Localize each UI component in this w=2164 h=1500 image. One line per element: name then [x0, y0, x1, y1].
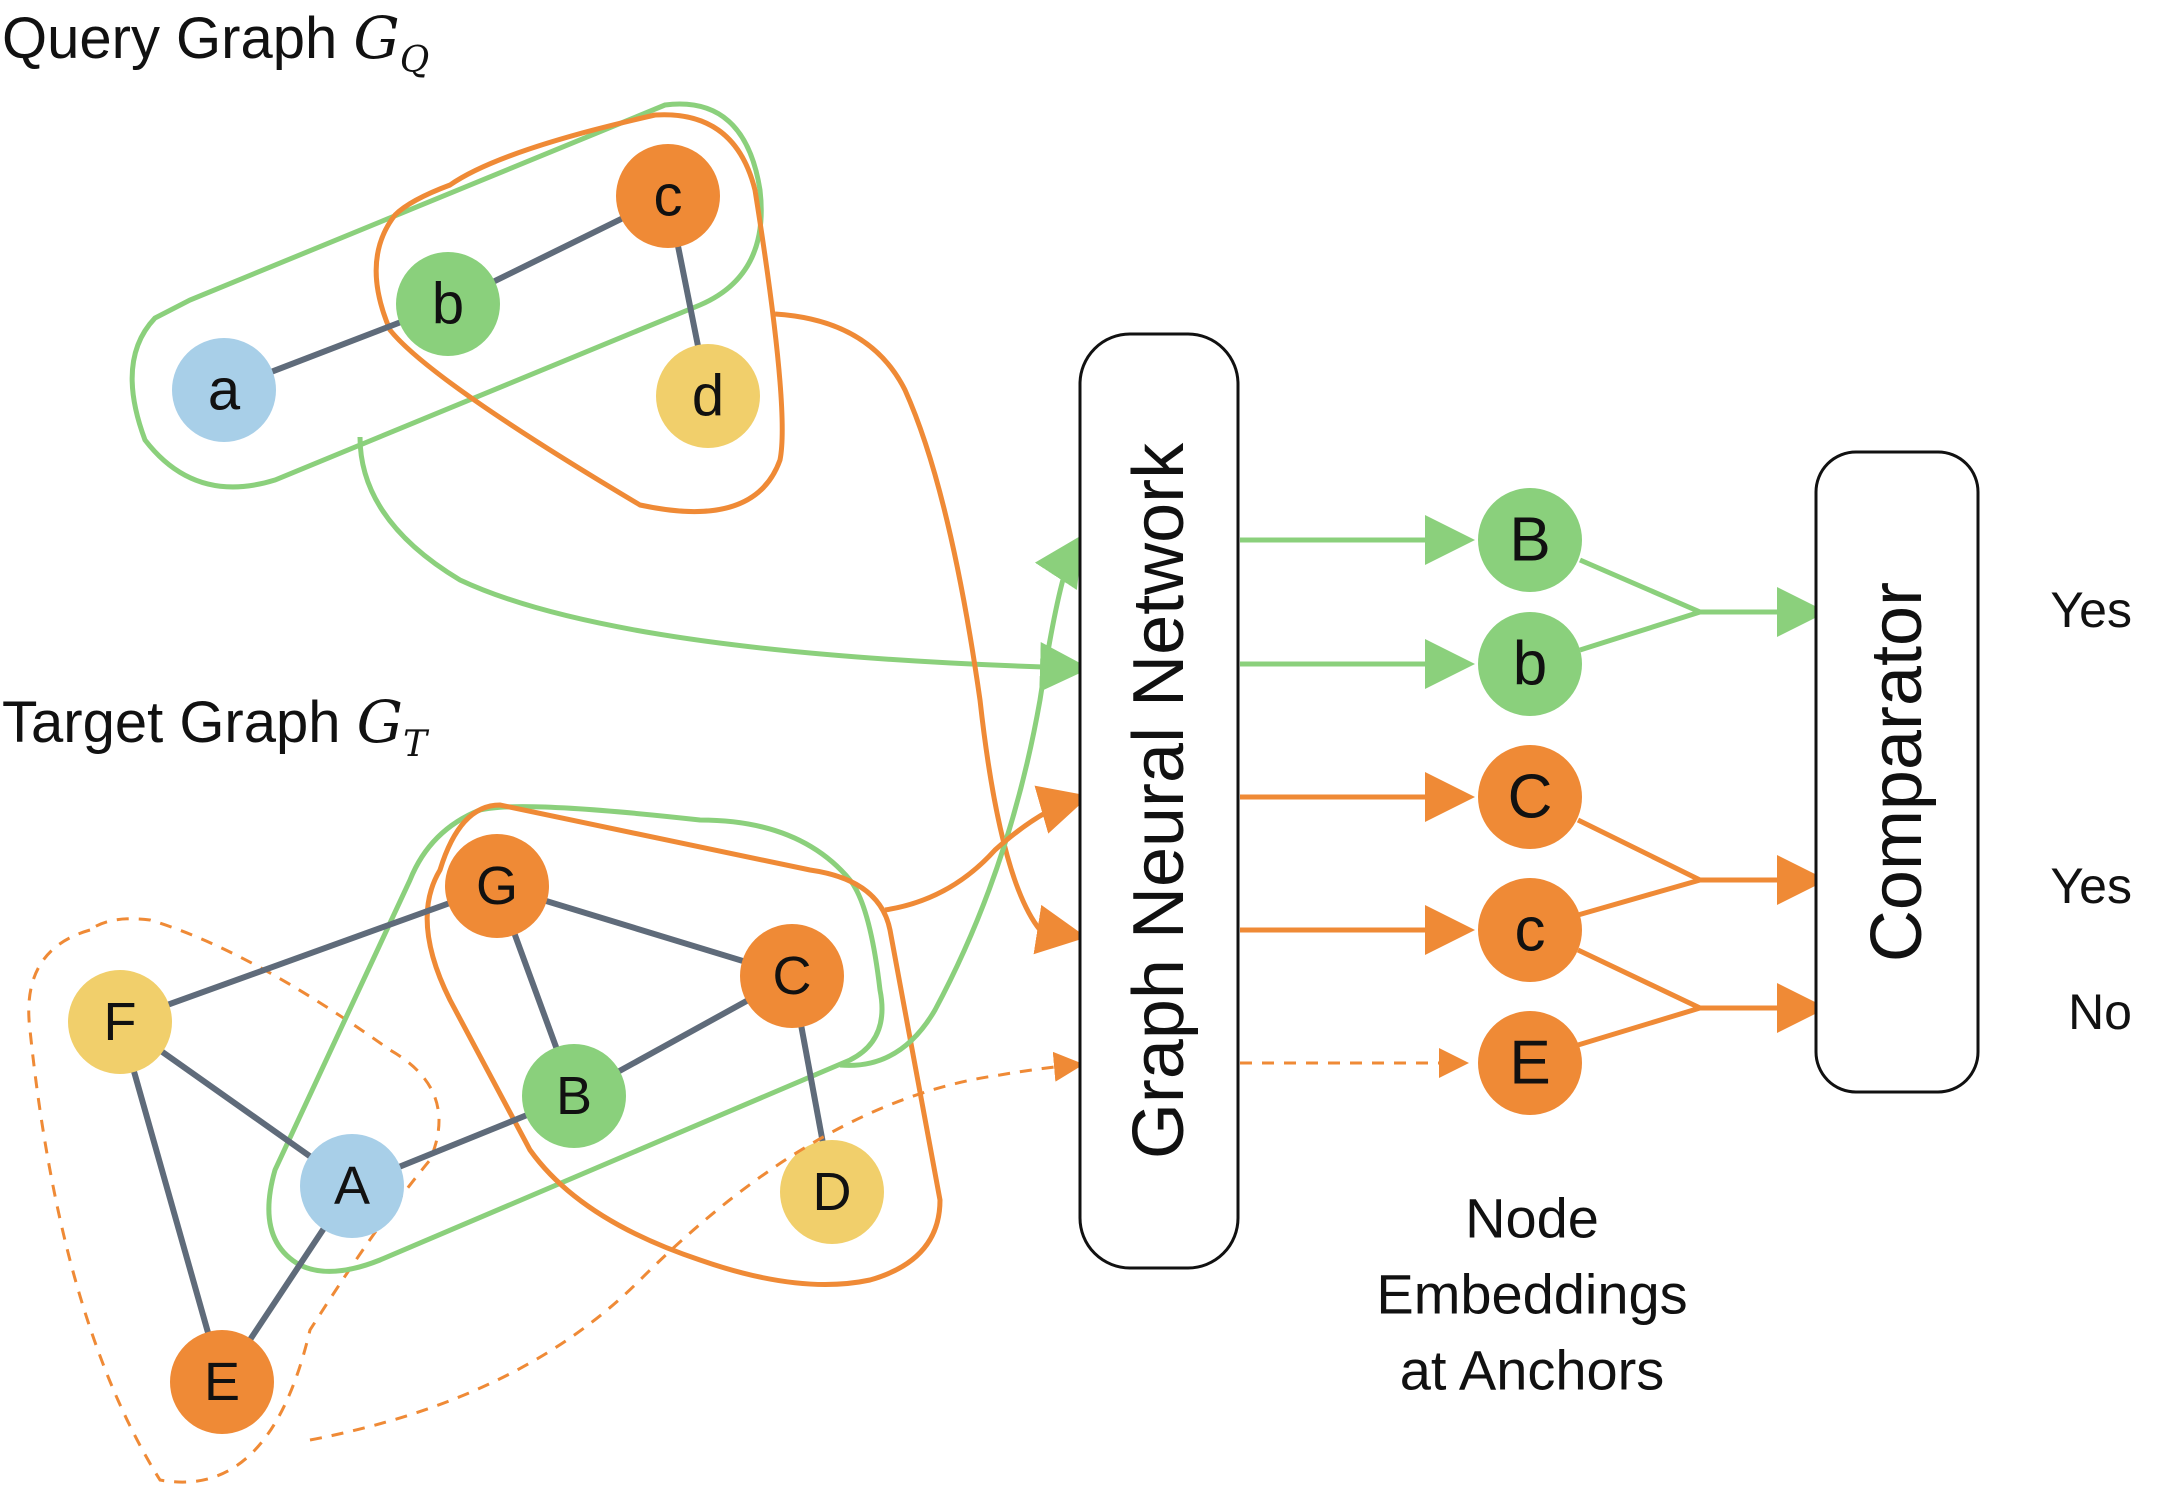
caption-line3: at Anchors	[1400, 1339, 1665, 1402]
query-node-d-label: d	[692, 364, 724, 429]
output-first: Yes	[2050, 582, 2132, 638]
target-node-C: C	[740, 924, 844, 1028]
target-node-A-label: A	[334, 1156, 370, 1216]
embedding-node-b: b	[1478, 612, 1582, 716]
target-dashed-to-gnn	[309, 1051, 1084, 1442]
target-orange-to-gnn	[884, 785, 1090, 913]
gnn-box	[1078, 332, 1240, 1270]
query-node-d: d	[656, 344, 760, 448]
target-node-E-label: E	[204, 1352, 240, 1412]
target-node-E: E	[170, 1330, 274, 1434]
embedding-node-C-label: C	[1508, 763, 1553, 832]
query-orange-to-gnn	[774, 311, 1087, 955]
query-orange-neighborhood	[373, 112, 785, 515]
output-third: No	[2068, 984, 2132, 1040]
embedding-node-E-label: E	[1509, 1029, 1550, 1098]
merge-C-c	[1576, 817, 1707, 918]
embedding-node-b-label: b	[1513, 630, 1547, 699]
gnn-label: Graph Neural Network	[1119, 442, 1199, 1159]
embedding-node-C: C	[1478, 745, 1582, 849]
target-green-to-gnn	[839, 534, 1084, 1068]
query-graph-symbol: G	[353, 4, 399, 72]
caption-line2: Embeddings	[1376, 1263, 1687, 1326]
merge-c-E	[1576, 947, 1707, 1048]
query-node-c-label: c	[654, 164, 683, 229]
query-graph-title: Query Graph GQ	[2, 4, 429, 81]
target-node-A: A	[300, 1134, 404, 1238]
query-node-b: b	[396, 252, 500, 356]
target-orange-dashed-neighborhood	[27, 917, 441, 1484]
embedding-node-c: c	[1478, 878, 1582, 982]
query-graph-title-text: Query Graph	[2, 6, 353, 71]
caption-line1: Node	[1465, 1187, 1599, 1250]
query-node-a-label: a	[208, 358, 241, 423]
comparator-label: Comparator	[1857, 582, 1937, 962]
target-graph-title: Target Graph GT	[2, 688, 430, 765]
query-graph-subscript: Q	[400, 40, 430, 81]
query-node-a: a	[172, 338, 276, 442]
query-node-c: c	[616, 144, 720, 248]
target-node-D: D	[780, 1140, 884, 1244]
target-node-C-label: C	[773, 946, 812, 1006]
embedding-node-B-label: B	[1509, 506, 1550, 575]
query-node-b-label: b	[432, 272, 464, 337]
embedding-node-B: B	[1478, 488, 1582, 592]
embedding-node-c-label: c	[1515, 896, 1546, 965]
target-graph-title-text: Target Graph	[2, 690, 357, 755]
edge-F-G	[118, 883, 499, 1025]
comparator-box	[1814, 450, 1980, 1094]
target-orange-neighborhood	[424, 802, 943, 1287]
query-green-to-gnn	[357, 436, 1090, 692]
target-graph-symbol: G	[357, 688, 403, 756]
target-node-G: G	[445, 834, 549, 938]
query-green-neighborhood	[129, 101, 764, 490]
target-node-F: F	[68, 970, 172, 1074]
target-node-D-label: D	[813, 1162, 852, 1222]
target-node-F-label: F	[104, 992, 137, 1052]
embedding-node-E: E	[1478, 1011, 1582, 1115]
target-node-B-label: B	[556, 1066, 592, 1126]
edge-F-E	[117, 1021, 225, 1383]
target-node-B: B	[522, 1044, 626, 1148]
target-graph-subscript: T	[403, 724, 430, 765]
target-node-G-label: G	[476, 856, 518, 916]
merge-B-b	[1579, 557, 1708, 653]
output-second: Yes	[2050, 858, 2132, 914]
